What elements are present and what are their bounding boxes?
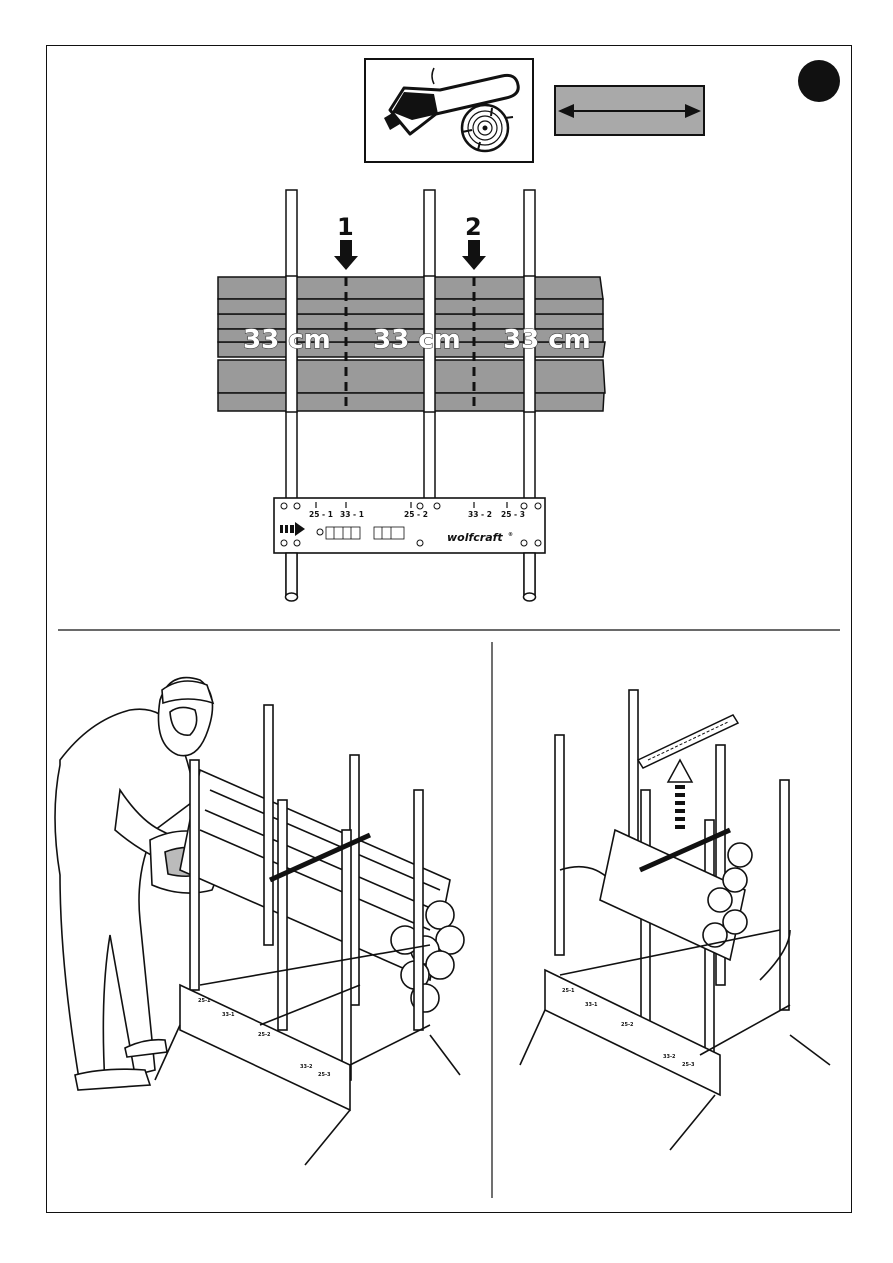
- plate-label: 33 - 1: [340, 510, 364, 519]
- frame-label: 33-1: [585, 1002, 598, 1008]
- frame-label: 25-3: [682, 1062, 695, 1068]
- step-badge-icon: [798, 60, 840, 102]
- frame-label: 25-3: [318, 1072, 331, 1078]
- measurement-plate: 25 - 1 33 - 1 25 - 2 33 - 2 25 - 3 wolfc…: [273, 497, 546, 554]
- frame-label: 25-1: [562, 988, 575, 994]
- frame-label: 25-1: [198, 998, 211, 1004]
- extension-bar-icon: [636, 714, 740, 769]
- plate-label: 25 - 3: [501, 510, 525, 519]
- page-frame: [46, 45, 852, 1213]
- up-arrow-icon: [666, 758, 694, 829]
- cut-marker-1: 1: [337, 213, 354, 241]
- measurement-label: 33 cm: [373, 325, 461, 355]
- measurement-label: 33 cm: [503, 325, 591, 355]
- frame-label: 25-2: [621, 1022, 634, 1028]
- down-arrow-icon: [462, 240, 486, 270]
- plate-label: 25 - 2: [404, 510, 428, 519]
- down-arrow-icon: [334, 240, 358, 270]
- frame-label: 33-1: [222, 1012, 235, 1018]
- measurement-label: 33 cm: [243, 325, 331, 355]
- frame-label-group: 25-1 33-1 25-2 33-2 25-3 25-1 33-1 25-2 …: [198, 988, 695, 1078]
- scale-marks-icon: [325, 526, 405, 540]
- cut-marker-2: 2: [465, 213, 482, 241]
- log-rack-illustration-left: [54, 676, 465, 1166]
- direction-arrow-icon: [280, 522, 305, 536]
- frame-label: 33-2: [300, 1064, 313, 1070]
- brand-logo: wolfcraft: [447, 531, 503, 544]
- registered-mark: ®: [508, 532, 513, 538]
- frame-label: 33-2: [663, 1054, 676, 1060]
- chainsaw-icon: [364, 58, 534, 163]
- plate-label: 33 - 2: [468, 510, 492, 519]
- log-cross-section-icon: [460, 103, 514, 153]
- log-rack-illustration-right: [519, 689, 831, 1151]
- double-arrow-icon: [554, 85, 705, 136]
- frame-label: 25-2: [258, 1032, 271, 1038]
- plate-label: 25 - 1: [309, 510, 333, 519]
